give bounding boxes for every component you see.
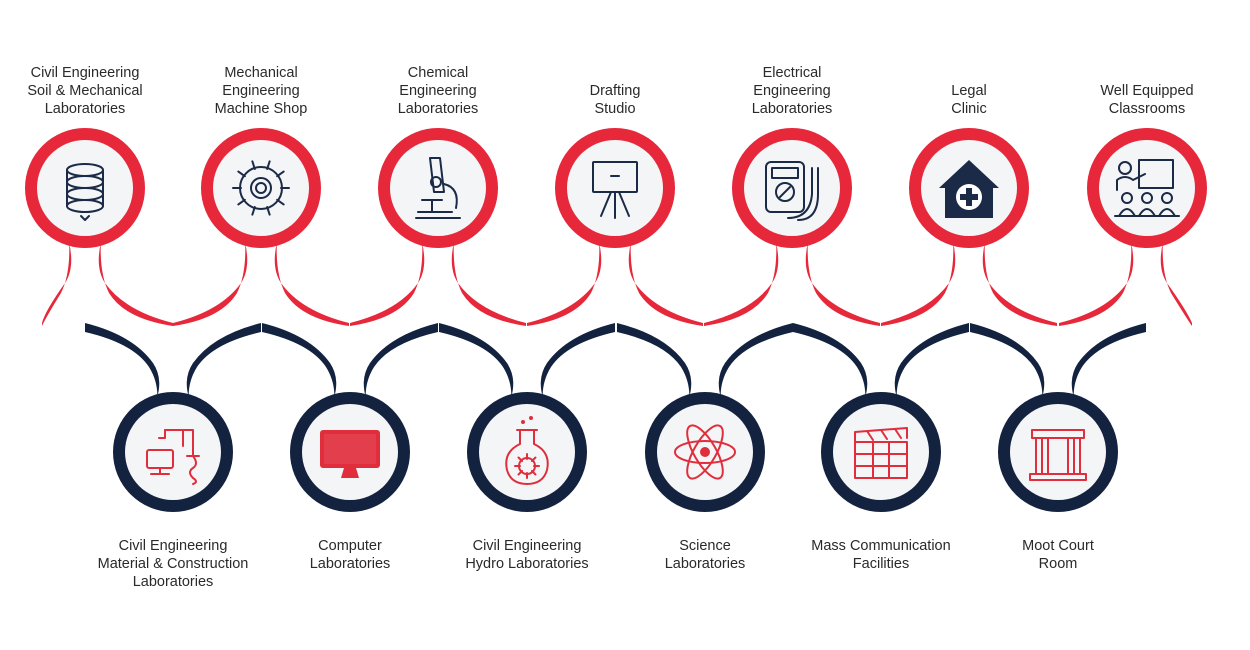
multimeter-icon (765, 161, 819, 221)
top-node (378, 128, 498, 248)
bottom-node (290, 392, 410, 512)
bottom-label: Computer Laboratories (309, 538, 391, 572)
node-center (1010, 404, 1106, 500)
connector-layer (42, 238, 1192, 402)
node-center (390, 140, 486, 236)
top-label: Legal Clinic (951, 83, 987, 117)
bottom-label: Science Laboratories (664, 538, 746, 572)
top-node (555, 128, 675, 248)
construction-equipment-icon (146, 429, 200, 485)
top-connector (704, 238, 880, 326)
top-connector (1059, 238, 1192, 326)
node-center (213, 140, 309, 236)
bottom-node (821, 392, 941, 512)
top-label: Drafting Studio (589, 83, 641, 117)
top-label: Well Equipped Classrooms (1100, 83, 1194, 117)
top-node (25, 128, 145, 248)
bottom-node (467, 392, 587, 512)
top-connector (173, 238, 349, 326)
atom-icon (674, 424, 736, 480)
node-center (833, 404, 929, 500)
courthouse-icon (1029, 429, 1087, 481)
bottom-label: Moot Court Room (1022, 538, 1094, 572)
top-connector (527, 238, 703, 326)
top-label: Civil Engineering Soil & Mechanical Labo… (27, 65, 143, 117)
classroom-teacher-icon (1114, 159, 1180, 217)
bottom-connector (793, 323, 969, 402)
bottom-connector (85, 323, 261, 402)
top-label: Electrical Engineering Laboratories (751, 65, 833, 117)
clapperboard-icon (854, 427, 908, 479)
bottom-label: Mass Communication Facilities (811, 538, 951, 572)
flask-gear-icon (505, 416, 549, 485)
soil-auger-icon (66, 163, 104, 221)
bottom-connector (262, 323, 438, 402)
top-connector (42, 238, 173, 326)
house-medical-icon (939, 160, 999, 218)
top-label: Chemical Engineering Laboratories (397, 65, 479, 117)
bottom-connector (439, 323, 615, 402)
top-connector (350, 238, 526, 326)
easel-board-icon (592, 161, 638, 219)
bottom-label: Civil Engineering Hydro Laboratories (465, 538, 589, 572)
bottom-connector (617, 323, 793, 402)
gear-icon (232, 160, 290, 216)
top-connector (881, 238, 1057, 326)
node-center (567, 140, 663, 236)
top-node (732, 128, 852, 248)
top-node-layer (25, 128, 1207, 248)
bottom-label: Civil Engineering Material & Constructio… (97, 538, 249, 590)
bottom-node (113, 392, 233, 512)
top-node (1087, 128, 1207, 248)
node-center (479, 404, 575, 500)
monitor-icon (320, 430, 380, 478)
top-node (201, 128, 321, 248)
top-label: Mechanical Engineering Machine Shop (214, 65, 308, 117)
bottom-node (645, 392, 765, 512)
bottom-connector (970, 323, 1146, 402)
bottom-node-layer (113, 392, 1118, 512)
top-node (909, 128, 1029, 248)
microscope-icon (415, 157, 461, 219)
bottom-node (998, 392, 1118, 512)
